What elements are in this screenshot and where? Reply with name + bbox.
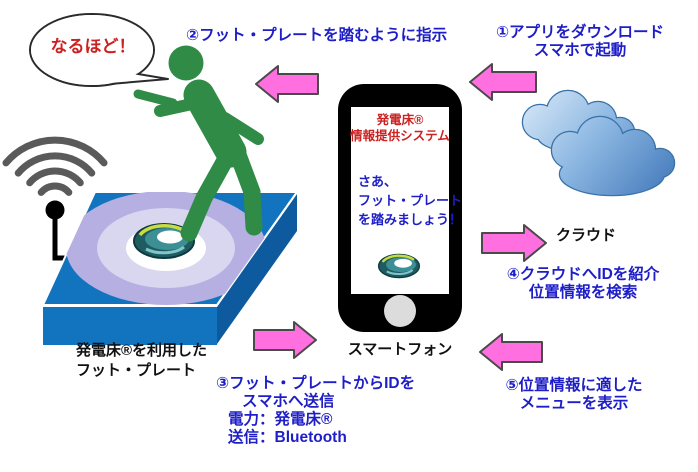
cloud-icon xyxy=(521,89,676,197)
plate-side-face xyxy=(217,194,297,344)
person-front-arm xyxy=(154,96,207,117)
person-icon xyxy=(133,45,264,242)
phone-message-line3: を踏みましょう！ xyxy=(358,211,463,227)
cloud-label: クラウド xyxy=(555,227,616,244)
foot-plate-label-line1: 発電床®を利用した xyxy=(76,342,208,359)
step2-instruction: ②フット・プレートを踏むように指示 xyxy=(186,27,448,44)
phone-screen-message: さあ、 フット・プレート を踏みましょう！ xyxy=(358,173,462,230)
step5-instruction: ⑤位置情報に適した メニューを表示 xyxy=(488,377,660,414)
phone-message-line2: フット・プレート xyxy=(358,192,463,208)
step4-line1: ④クラウドへIDを紹介 xyxy=(506,266,660,283)
arrow-phone-to-cloud xyxy=(481,224,547,262)
speech-bubble xyxy=(29,13,169,87)
step3-line1: ③フット・プレートからIDを xyxy=(216,375,416,392)
step1-line1: ①アプリをダウンロード xyxy=(495,24,665,41)
foot-plate-label-line2: フット・プレート xyxy=(76,361,197,379)
wifi-signal-icon xyxy=(2,136,128,261)
person-phone-in-hand xyxy=(133,89,178,108)
step1-line2: スマホで起動 xyxy=(533,42,627,60)
foot-plate-label: 発電床®を利用した フット・プレート xyxy=(76,341,207,380)
step3-instruction: ③フット・プレートからIDを スマホへ送信 電力：発電床® 送信：Bluetoo… xyxy=(216,375,415,447)
smartphone-label: スマートフォン xyxy=(347,341,453,358)
smartphone-icon xyxy=(338,84,462,332)
step4-line2: 位置情報を検索 xyxy=(528,284,638,302)
foot-plate xyxy=(41,191,299,345)
arrow-plate-to-phone xyxy=(253,321,317,359)
phone-screen-ring-image xyxy=(377,253,421,279)
person-back-leg xyxy=(228,143,263,236)
phone-home-button xyxy=(384,295,416,327)
step3-line4: 送信：Bluetooth xyxy=(228,428,347,446)
phone-screen-title: 発電床® 情報提供システム xyxy=(350,112,450,145)
phone-title-line1: 発電床® xyxy=(376,113,424,127)
plate-front-face xyxy=(43,307,217,345)
step3-line2: スマホへ送信 xyxy=(242,392,335,410)
arrow-step2-to-person xyxy=(255,65,319,103)
arrow-step1-to-phone xyxy=(469,63,537,101)
arrow-cloud-to-phone xyxy=(479,333,543,371)
step5-line2: メニューを表示 xyxy=(519,395,629,413)
step1-instruction: ①アプリをダウンロード スマホで起動 xyxy=(488,24,672,61)
person-front-leg xyxy=(180,146,237,242)
person-head xyxy=(168,45,204,81)
step3-line3: 電力：発電床® xyxy=(228,410,333,428)
step5-line1: ⑤位置情報に適した xyxy=(505,377,643,394)
person-back-arm xyxy=(219,112,264,145)
phone-message-line1: さあ、 xyxy=(358,174,398,189)
speech-bubble-text: なるほど！ xyxy=(50,37,136,56)
step4-instruction: ④クラウドへIDを紹介 位置情報を検索 xyxy=(492,266,674,303)
phone-title-line2: 情報提供システム xyxy=(350,129,450,144)
